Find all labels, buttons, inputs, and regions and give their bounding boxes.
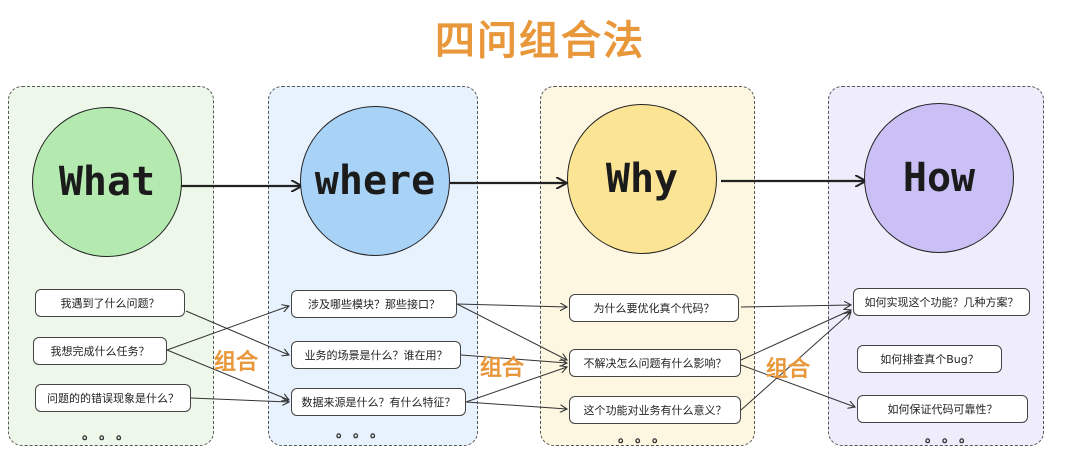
combine-label-3: 组合 [766, 357, 811, 382]
combine-label-2: 组合 [480, 356, 525, 381]
why-circle: Why [567, 104, 717, 254]
why-question-1: 为什么要优化真个代码？ [569, 294, 739, 322]
why-question-3: 这个功能对业务有什么意义？ [569, 396, 741, 424]
where-more: 。。。 [336, 425, 394, 441]
links-why-how [740, 305, 855, 411]
where-question-3: 数据来源是什么？有什么特征？ [291, 388, 466, 416]
what-question-1: 我遇到了什么问题？ [35, 289, 185, 317]
why-question-2: 不解决怎么问题有什么影响？ [569, 349, 741, 377]
what-more: 。。。 [82, 427, 140, 443]
links-what-where [166, 306, 289, 402]
what-circle: What [32, 107, 182, 257]
what-question-3: 问题的的错误现象是什么？ [35, 384, 191, 412]
where-question-2: 业务的场景是什么？谁在用？ [291, 341, 461, 369]
how-circle: How [864, 103, 1014, 253]
page-title: 四问组合法 [435, 18, 645, 64]
combine-label-1: 组合 [214, 350, 259, 375]
how-question-2: 如何排查真个Bug？ [857, 345, 1002, 373]
why-more: 。。。 [618, 430, 676, 446]
how-question-1: 如何实现这个功能？几种方案？ [853, 288, 1030, 316]
where-question-1: 涉及哪些模块？那些接口？ [291, 290, 457, 318]
how-more: 。。。 [925, 430, 983, 446]
links-where-why [456, 304, 567, 409]
what-question-2: 我想完成什么任务？ [33, 337, 167, 365]
where-circle: where [300, 106, 450, 256]
how-question-3: 如何保证代码可靠性？ [857, 395, 1028, 423]
